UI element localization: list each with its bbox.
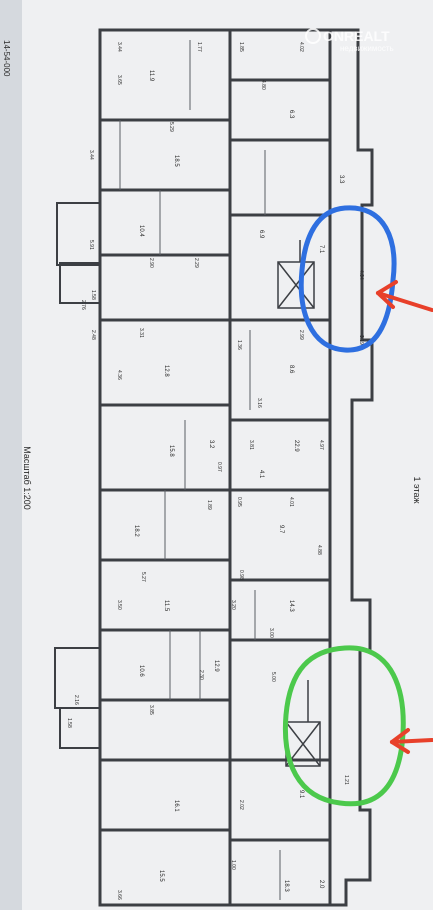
dimension-label: 3.20 [230, 600, 236, 610]
room-area-label: 11.5 [163, 600, 169, 612]
building-walls [98, 28, 374, 907]
dimension-label: 4.88 [316, 545, 322, 555]
dimension-label: 1.85 [238, 42, 244, 52]
room-area-label: 22.9 [293, 440, 299, 452]
room-area-label: 6.3 [288, 110, 294, 119]
dimension-label: 0.97 [216, 462, 222, 472]
dimension-label: 2.48 [90, 330, 96, 340]
room-area-label: 4.1 [258, 470, 264, 479]
green-highlight-circle [282, 645, 406, 807]
room-area-label: 10.6 [138, 665, 144, 677]
dimension-label: 3.44 [116, 42, 122, 52]
room-area-label: 11.9 [148, 70, 154, 82]
dimension-label: 1.36 [236, 340, 242, 350]
room-area-label: 7.1 [318, 245, 324, 254]
room-area-label: 14.3 [288, 600, 294, 612]
room-area-label: 15.8 [168, 445, 174, 457]
dimension-label: 2.29 [193, 258, 199, 268]
dimension-label: 3.00 [268, 628, 274, 638]
room-area-label: 3.2 [208, 440, 214, 449]
dimension-label: 0.98 [238, 570, 244, 580]
dimension-label: 2.30 [198, 670, 204, 680]
dimension-label: 4.80 [260, 80, 266, 90]
photo-edge-shadow [0, 0, 22, 910]
dimension-label: 1.21 [343, 775, 349, 785]
paper-sheet [18, 0, 433, 910]
dimension-label: 3.44 [88, 150, 94, 160]
room-area-label: 8.6 [288, 365, 294, 374]
brand-logo-icon [305, 28, 321, 44]
dimension-label: 5.00 [270, 672, 276, 682]
dimension-label: 1.00 [230, 860, 236, 870]
dimension-label: 3.65 [116, 75, 122, 85]
dimension-label: 3.85 [148, 705, 154, 715]
dimension-label: 2.76 [80, 300, 86, 310]
dimension-label: 1.89 [206, 500, 212, 510]
room-area-label: 2.0 [318, 880, 324, 889]
dimension-label: 3.19 [358, 335, 364, 345]
dimension-label: 1.58 [90, 290, 96, 300]
blue-highlight-circle [298, 205, 397, 353]
dimension-label: 4.97 [318, 440, 324, 450]
dimension-label: 0.95 [236, 497, 242, 507]
dimension-label: 5.91 [88, 240, 94, 250]
brand-subtitle: недвижимость [340, 44, 394, 53]
red-arrow-bottom [390, 728, 433, 754]
room-area-label: 12.8 [163, 365, 169, 377]
room-area-label: 16.1 [173, 800, 179, 812]
red-arrow-top [376, 280, 433, 312]
room-area-label: 3.3 [338, 175, 344, 184]
room-area-label: 15.5 [158, 870, 164, 882]
room-area-label: 10.4 [138, 225, 144, 237]
dimension-label: 4.36 [116, 370, 122, 380]
balconies [54, 202, 101, 749]
edge-label: 14-54-000 [2, 40, 11, 77]
dimension-label: 5.29 [168, 122, 174, 132]
dimension-label: 4.02 [298, 42, 304, 52]
room-area-label: 18.5 [173, 155, 179, 167]
dimension-label: 2.90 [148, 258, 154, 268]
room-area-label: 9.1 [298, 790, 304, 799]
dimension-label: 3.31 [138, 328, 144, 338]
dimension-label: 2.99 [298, 330, 304, 340]
partitions [119, 40, 281, 900]
dimension-label: 1.58 [66, 718, 72, 728]
room-area-label: 12.9 [213, 660, 219, 672]
room-area-label: 6.9 [258, 230, 264, 239]
dimension-labels: 11.9 18.5 6.3 10.4 7.1 3.3 12.8 8.6 15.8 22.9 9.7 1… [66, 42, 364, 900]
brand-name: ONREALT [323, 28, 390, 44]
dimension-label: 2.02 [238, 800, 244, 810]
dimension-label: 5.27 [140, 572, 146, 582]
room-area-label: 18.3 [283, 880, 289, 892]
dimension-label: 3.50 [116, 600, 122, 610]
room-area-label: 18.2 [133, 525, 139, 537]
dimension-label: 3.66 [116, 890, 122, 900]
dimension-label: 3.81 [248, 440, 254, 450]
dimension-label: 4.01 [288, 497, 294, 507]
room-area-label: 9.7 [278, 525, 284, 534]
floor-label: 1 этаж [412, 477, 422, 504]
dimension-label: 1.77 [196, 42, 202, 52]
dimension-label: 4.84 [358, 270, 364, 280]
brand-watermark: ONREALT недвижимость [305, 28, 394, 53]
scale-label: Масштаб 1:200 [22, 446, 32, 510]
dimension-label: 2.16 [73, 695, 79, 705]
dimension-label: 3.16 [256, 398, 262, 408]
